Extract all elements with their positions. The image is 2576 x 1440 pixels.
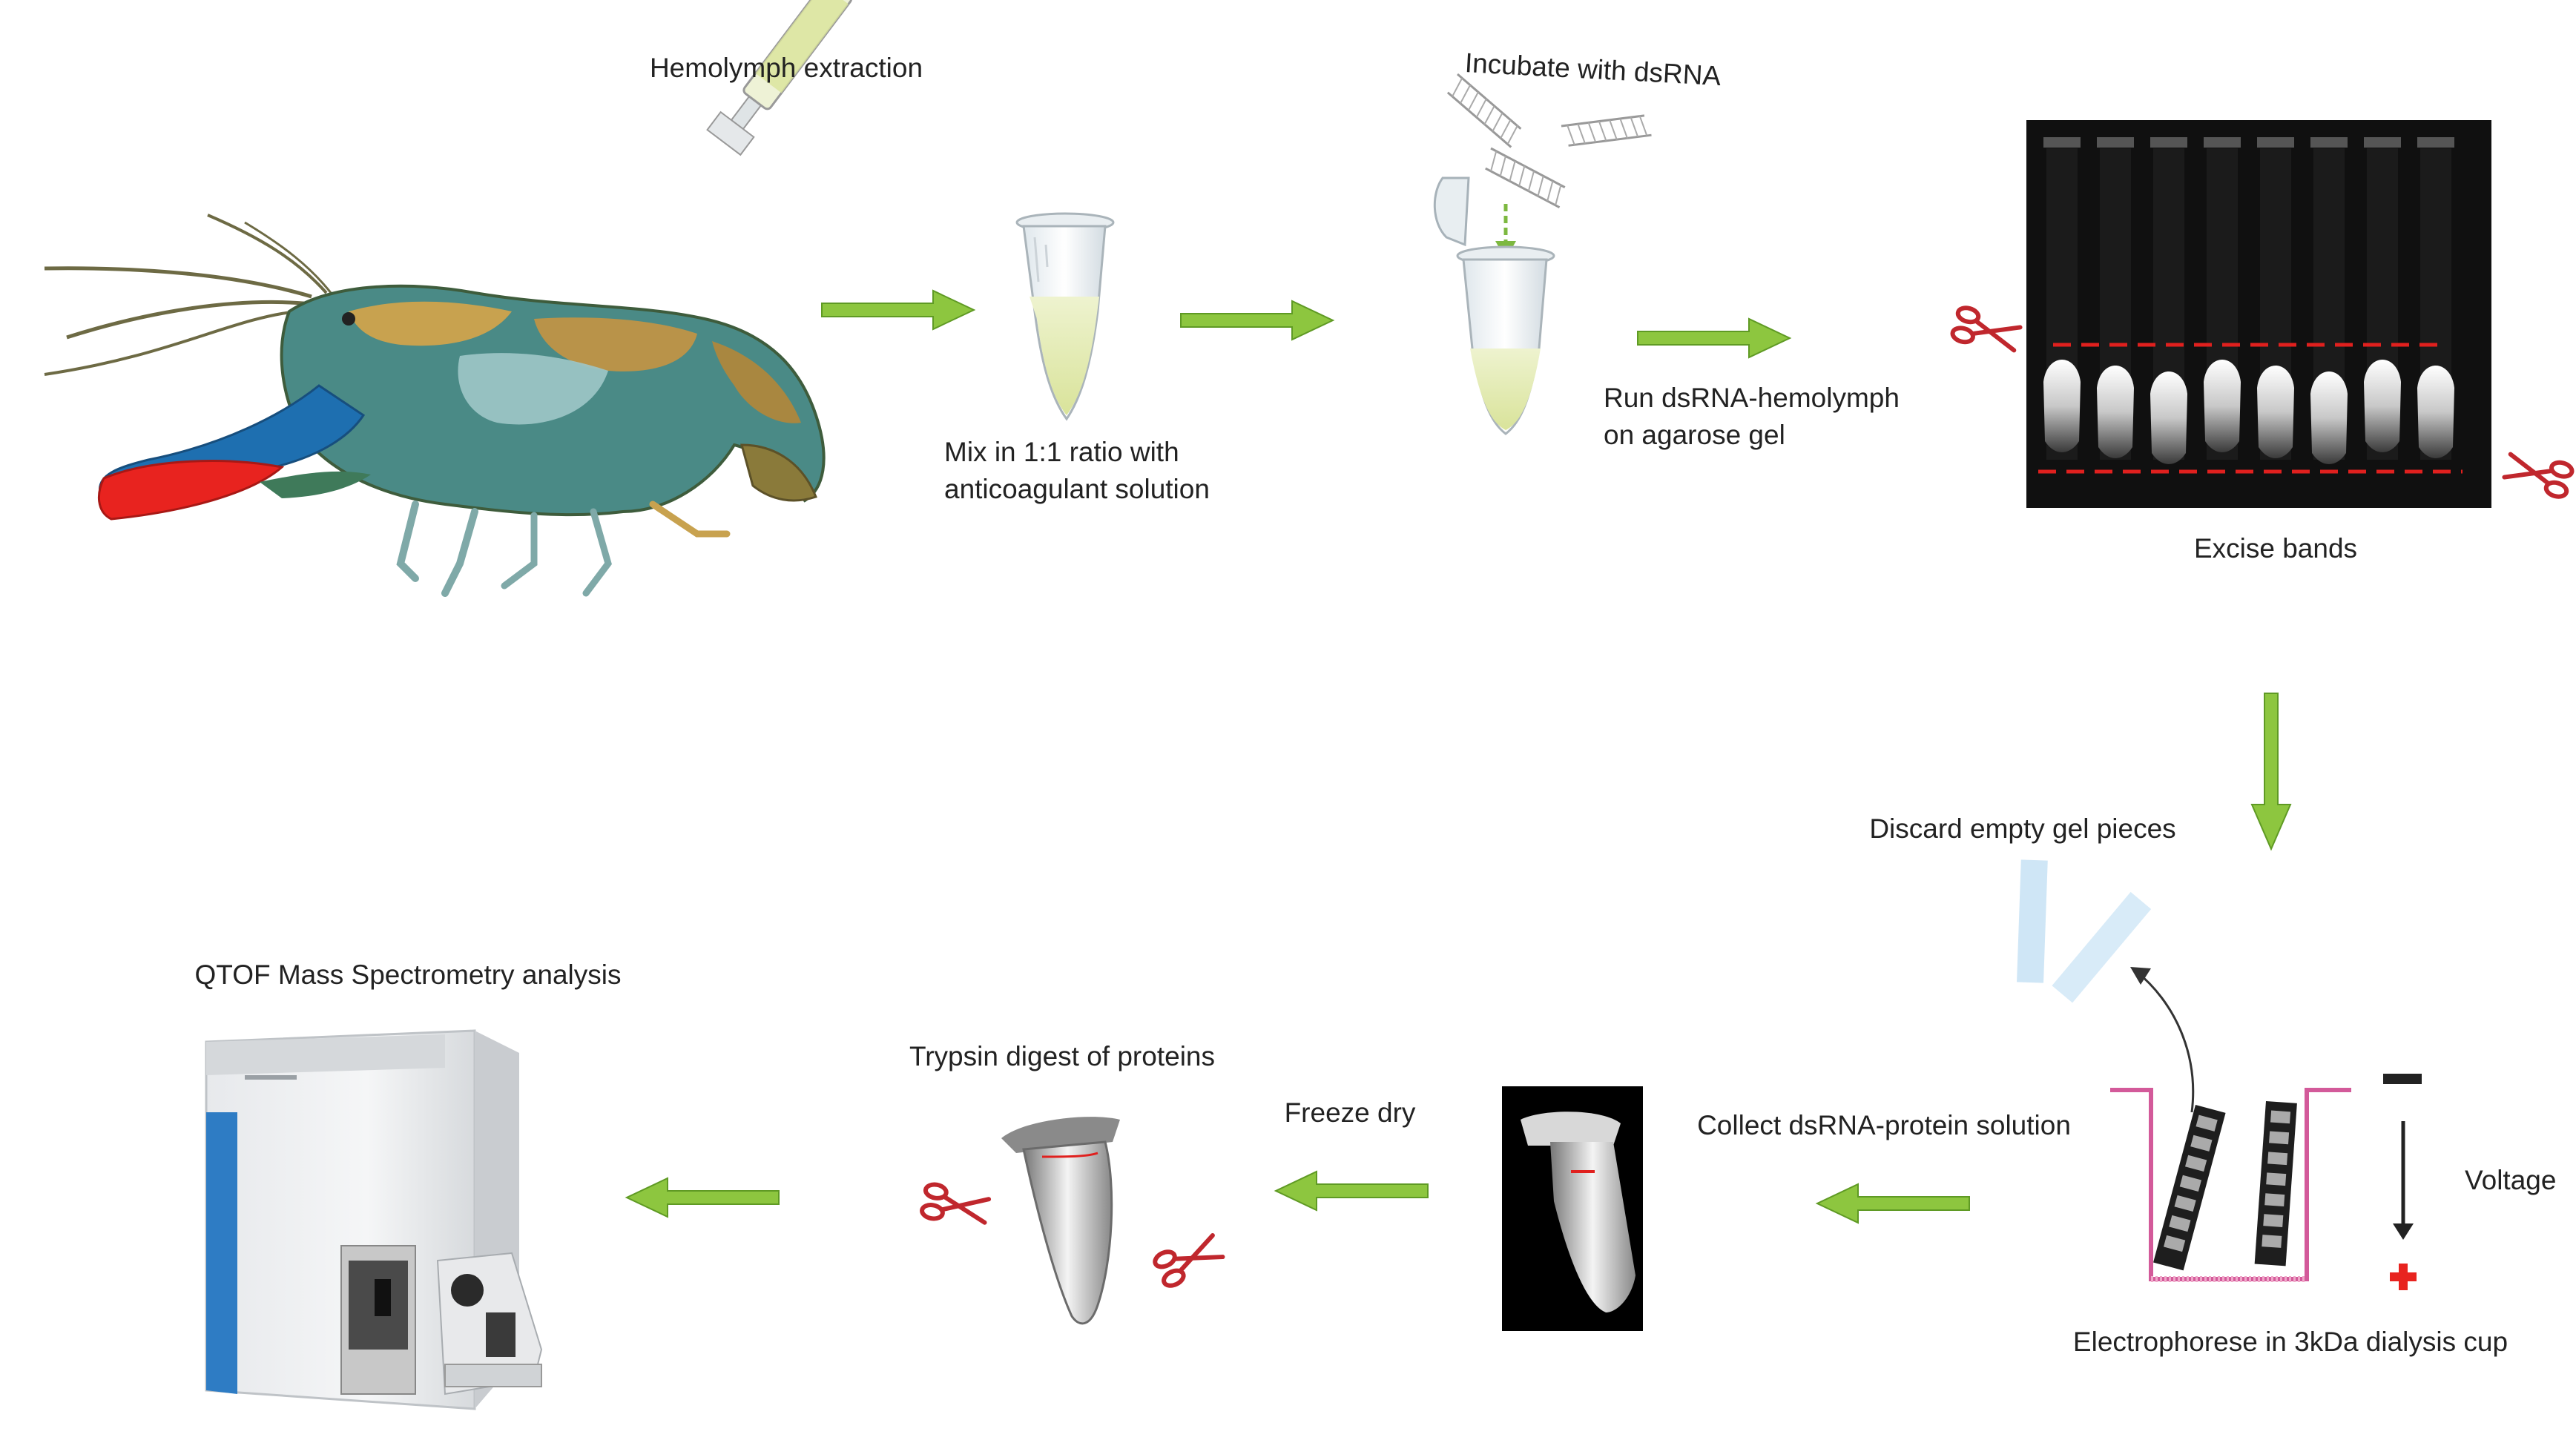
qtof-label: QTOF Mass Spectrometry analysis	[194, 960, 622, 990]
scissors-icon-digest-left	[921, 1183, 990, 1227]
gel-well	[2097, 137, 2134, 148]
discarded-gel-pieces	[2017, 859, 2152, 1003]
gel-well	[2257, 137, 2294, 148]
scissors-icon-digest-right	[1153, 1231, 1225, 1289]
positive-electrode-icon	[2390, 1264, 2417, 1290]
flow-arrow-2	[1180, 300, 1334, 340]
gel-well	[2310, 137, 2348, 148]
collect-solution-label: Collect dsRNA-protein solution	[1697, 1110, 2071, 1140]
flow-arrow-down	[2250, 693, 2292, 851]
voltage-label: Voltage	[2465, 1165, 2557, 1195]
discard-arrow	[2135, 970, 2195, 1113]
syringe-icon	[706, 0, 853, 156]
gel-band	[2417, 366, 2454, 458]
scissors-icon-gel-left	[1951, 305, 2021, 355]
gel-band	[2257, 366, 2294, 458]
gel-band	[2043, 360, 2081, 452]
scissors-icon-gel-right	[2503, 449, 2574, 499]
freeze-dry-label: Freeze dry	[1284, 1097, 1416, 1128]
discard-pieces-label: Discard empty gel pieces	[1869, 813, 2176, 844]
flow-arrow-4	[1816, 1183, 1970, 1223]
hemolymph-extraction-label: Hemolymph extraction	[649, 53, 923, 83]
gel-well	[2204, 137, 2241, 148]
digest-tube-icon	[1001, 1117, 1120, 1325]
gel-band	[2364, 360, 2401, 452]
gel-well	[2417, 137, 2454, 148]
gel-lanes	[2043, 137, 2454, 464]
gel-piece-right	[2254, 1101, 2297, 1266]
electrophorese-label: Electrophorese in 3kDa dialysis cup	[2072, 1327, 2509, 1357]
incubation-tube-icon	[1433, 176, 1555, 435]
dialysis-cup	[2110, 1088, 2351, 1282]
gel-well	[2364, 137, 2401, 148]
microcentrifuge-tube-icon	[1015, 212, 1115, 421]
dsrna-strands	[1437, 73, 1653, 209]
qtof-mass-spectrometer	[205, 1029, 543, 1410]
gel-band	[2204, 360, 2241, 452]
gel-well	[2150, 137, 2187, 148]
excise-bands-label: Excise bands	[2193, 533, 2358, 564]
flow-arrow-3	[1637, 318, 1791, 358]
flow-arrow-5	[1275, 1171, 1429, 1211]
trypsin-digest-label: Trypsin digest of proteins	[909, 1041, 1215, 1071]
flow-arrow-1	[821, 290, 975, 330]
gel-piece-left	[2153, 1105, 2226, 1271]
mix-ratio-label: Mix in 1:1 ratio with anticoagulant solu…	[944, 437, 1210, 504]
flow-arrow-6	[626, 1178, 780, 1218]
gel-band	[2150, 371, 2187, 464]
run-gel-label: Run dsRNA-hemolymph on agarose gel	[1604, 383, 1900, 450]
gel-well	[2043, 137, 2081, 148]
gel-band	[2310, 371, 2348, 464]
crayfish-illustration	[44, 214, 826, 597]
negative-electrode-icon	[2383, 1074, 2422, 1084]
collected-solution-tube-photo	[1502, 1086, 1643, 1331]
gel-band	[2097, 366, 2134, 458]
agarose-gel-image	[2026, 120, 2491, 508]
